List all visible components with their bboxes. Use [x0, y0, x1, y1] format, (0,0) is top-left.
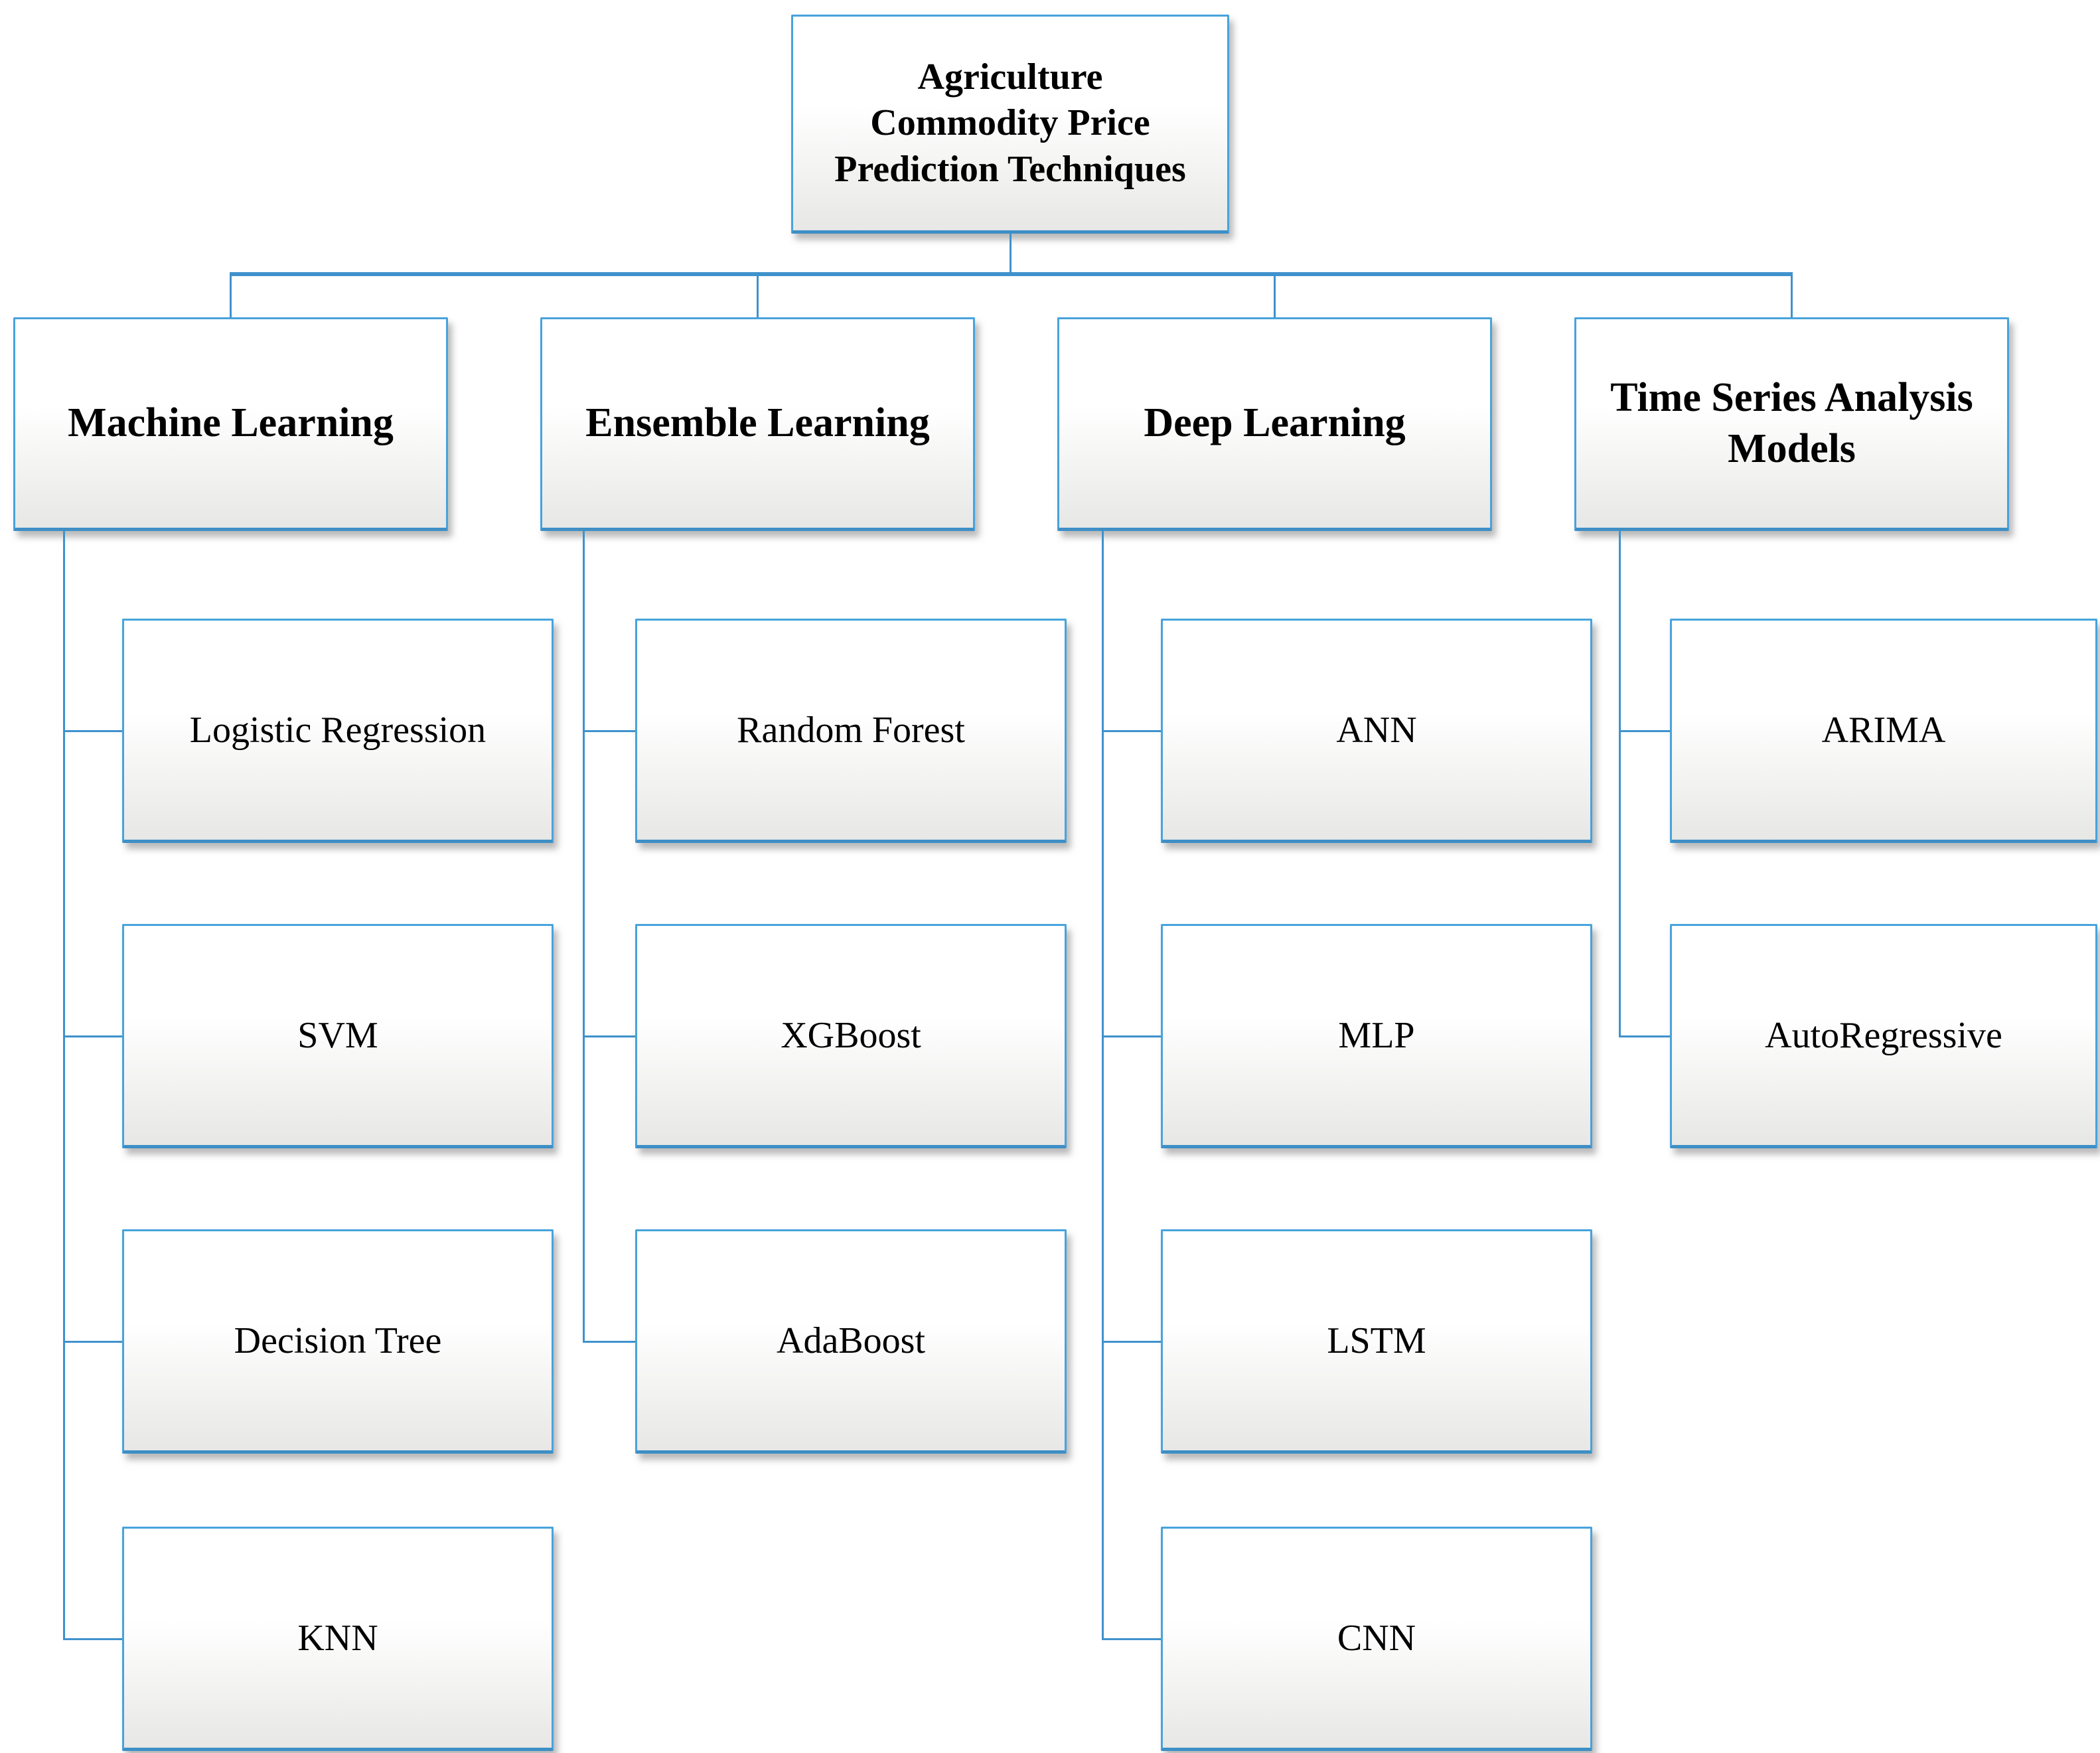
- connector-spine-time-series-analysis-models: [1618, 531, 1621, 1037]
- connector-root-stem: [1009, 234, 1012, 276]
- node-label: Time Series Analysis Models: [1610, 374, 1973, 472]
- node-label: MLP: [1338, 1015, 1415, 1056]
- node-root: Agriculture Commodity Price Prediction T…: [791, 15, 1229, 234]
- node-label: AdaBoost: [777, 1320, 925, 1361]
- connector-spine-deep-learning: [1101, 531, 1104, 1640]
- connector-bus: [230, 272, 1793, 276]
- connector-stub-decision-tree: [62, 1340, 122, 1343]
- node-xgboost: XGBoost: [635, 924, 1067, 1148]
- node-label: KNN: [297, 1618, 378, 1659]
- node-machine-learning: Machine Learning: [13, 317, 448, 531]
- connector-stub-random-forest: [582, 729, 635, 732]
- node-lstm: LSTM: [1161, 1229, 1592, 1454]
- node-adaboost: AdaBoost: [635, 1229, 1067, 1454]
- connector-stub-mlp: [1101, 1035, 1161, 1037]
- connector-stub-adaboost: [582, 1340, 635, 1343]
- node-time-series-analysis-models: Time Series Analysis Models: [1574, 317, 2009, 531]
- node-label: Deep Learning: [1144, 400, 1406, 446]
- node-label: ARIMA: [1821, 710, 1946, 751]
- node-label: SVM: [297, 1015, 378, 1056]
- node-label: Ensemble Learning: [585, 400, 930, 446]
- node-mlp: MLP: [1161, 924, 1592, 1148]
- node-decision-tree: Decision Tree: [122, 1229, 554, 1454]
- node-ensemble-learning: Ensemble Learning: [540, 317, 975, 531]
- connector-spine-machine-learning: [62, 531, 65, 1640]
- node-arima: ARIMA: [1670, 619, 2097, 843]
- connector-drop-machine-learning: [230, 272, 232, 317]
- connector-stub-ann: [1101, 729, 1161, 732]
- connector-stub-svm: [62, 1035, 122, 1037]
- node-ann: ANN: [1161, 619, 1592, 843]
- node-svm: SVM: [122, 924, 554, 1148]
- node-label: Machine Learning: [68, 400, 394, 446]
- node-label: LSTM: [1327, 1320, 1426, 1361]
- node-label: XGBoost: [781, 1015, 921, 1056]
- node-autoregressive: AutoRegressive: [1670, 924, 2097, 1148]
- node-deep-learning: Deep Learning: [1057, 317, 1492, 531]
- root-title-line: Commodity Price: [870, 102, 1150, 144]
- connector-stub-autoregressive: [1618, 1035, 1670, 1037]
- node-knn: KNN: [122, 1527, 554, 1751]
- connector-spine-ensemble-learning: [582, 531, 585, 1343]
- connector-drop-time-series-analysis-models: [1791, 272, 1793, 317]
- connector-stub-lstm: [1101, 1340, 1161, 1343]
- connector-drop-deep-learning: [1274, 272, 1276, 317]
- connector-drop-ensemble-learning: [757, 272, 759, 317]
- node-label: Logistic Regression: [189, 710, 487, 751]
- root-title-line: Agriculture: [917, 56, 1103, 98]
- connector-stub-arima: [1618, 729, 1670, 732]
- connector-stub-xgboost: [582, 1035, 635, 1037]
- node-label: ANN: [1336, 710, 1417, 751]
- node-label: Decision Tree: [234, 1320, 442, 1361]
- node-label: Random Forest: [737, 710, 965, 751]
- connector-stub-knn: [62, 1638, 122, 1640]
- node-logistic-regression: Logistic Regression: [122, 619, 554, 843]
- node-label: CNN: [1337, 1618, 1416, 1659]
- connector-stub-logistic-regression: [62, 729, 122, 732]
- node-random-forest: Random Forest: [635, 619, 1067, 843]
- node-cnn: CNN: [1161, 1527, 1592, 1751]
- root-title-line: Prediction Techniques: [834, 148, 1186, 190]
- node-label: AutoRegressive: [1765, 1015, 2002, 1056]
- connector-stub-cnn: [1101, 1638, 1161, 1640]
